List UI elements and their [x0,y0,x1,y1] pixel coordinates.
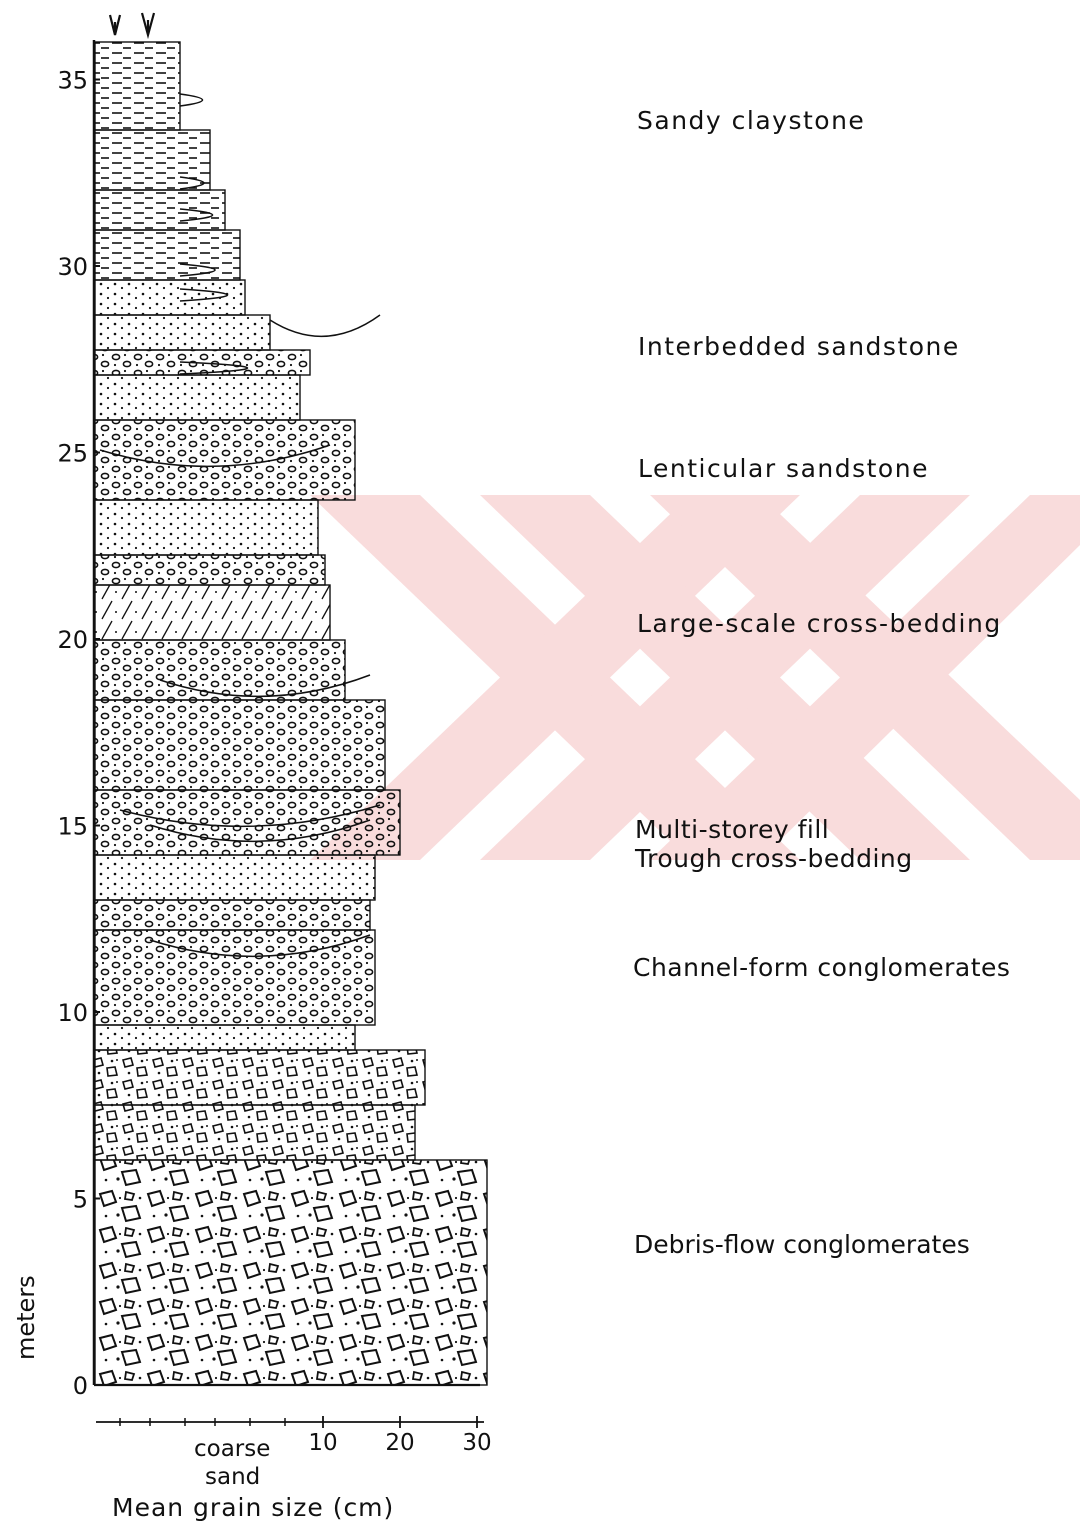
x-coarse-label-line1: coarse [194,1436,270,1462]
x-axis-label: Mean grain size (cm) [112,1493,394,1522]
x-coarse-label-line2: sand [205,1464,260,1490]
bed-9 [95,700,385,790]
bed-4 [95,1025,355,1050]
label-lenticular-sandstone: Lenticular sandstone [638,454,929,483]
bed-12 [95,555,325,585]
label-trough-cross-bedding: Trough cross-bedding [635,844,913,873]
lithologic-column [94,42,487,1385]
bed-1 [95,1160,487,1385]
x-tick-label-30: 30 [462,1430,491,1456]
y-tick-label-30: 30 [57,253,88,281]
bed-7 [95,855,375,900]
bed-17 [95,315,270,350]
y-tick-label-0: 0 [73,1372,88,1400]
label-large-scale-cross-bedding: Large-scale cross-bedding [637,609,1002,638]
y-tick-label-15: 15 [57,813,88,841]
label-channel-form-conglomerates: Channel-form conglomerates [633,953,1010,982]
bed-14 [95,420,355,500]
label-sandy-claystone: Sandy claystone [637,106,865,135]
bed-3 [95,1050,425,1105]
bed-6 [95,900,370,930]
bed-5 [95,930,375,1025]
y-tick-label-25: 25 [57,440,88,468]
trough-curve-4 [270,315,380,336]
y-tick-label-35: 35 [57,67,88,95]
bed-10 [95,640,345,700]
label-multi-storey-fill: Multi-storey fill [635,815,829,844]
bed-15 [95,375,300,420]
bed-20 [95,190,225,230]
bed-2 [95,1105,415,1160]
rootlet-symbols [110,13,154,35]
bed-21 [95,130,210,190]
label-debris-flow-conglomerates: Debris-flow conglomerates [634,1230,970,1259]
bed-11 [95,585,330,640]
bed-22 [95,42,180,130]
x-tick-label-20: 20 [385,1430,414,1456]
bed-19 [95,230,240,280]
bed-13 [95,500,318,555]
x-tick-label-10: 10 [308,1430,337,1456]
y-tick-label-20: 20 [57,626,88,654]
y-tick-label-5: 5 [73,1186,88,1214]
bed-8 [95,790,400,855]
y-axis-label: meters [12,1275,40,1360]
label-interbedded-sandstone: Interbedded sandstone [638,332,960,361]
y-tick-label-10: 10 [57,999,88,1027]
lens-1 [180,94,203,106]
